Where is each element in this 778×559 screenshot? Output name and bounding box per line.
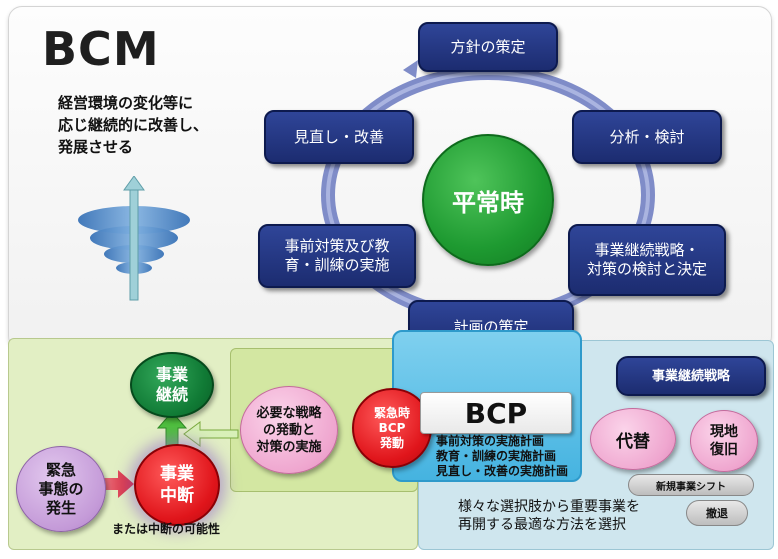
normal-time-circle: 平常時 <box>422 134 554 266</box>
bcp-item: 事前対策の実施計画 <box>436 434 545 448</box>
step-training: 事前対策及び教 育・訓練の実施 <box>258 224 416 288</box>
step-review: 見直し・改善 <box>264 110 414 164</box>
strategy-action-circle: 必要な戦略 の発動と 対策の実施 <box>240 386 338 474</box>
step-policy: 方針の策定 <box>418 22 558 72</box>
strategy-summary: 様々な選択肢から重要事業を 再開する最適な方法を選択 <box>458 499 640 533</box>
interruption-note: または中断の可能性 <box>112 522 221 536</box>
substitute-option: 代替 <box>590 408 676 470</box>
emergency-occurrence-circle: 緊急 事態の 発生 <box>16 446 106 532</box>
bcp-label: BCP <box>420 392 572 434</box>
arrow-occurrence-to-interruption <box>88 470 134 498</box>
strategy-header: 事業継続戦略 <box>616 356 766 396</box>
restore-option: 現地 復旧 <box>690 410 758 472</box>
step-analysis: 分析・検討 <box>572 110 722 164</box>
cycle-arrow-head <box>403 60 418 78</box>
bcp-items: 事前対策の実施計画 教育・訓練の実施計画 見直し・改善の実施計画 <box>436 434 576 479</box>
withdraw-option: 撤退 <box>686 500 748 526</box>
bcp-item: 教育・訓練の実施計画 <box>436 449 557 463</box>
shift-option: 新規事業シフト <box>628 474 754 496</box>
continuity-circle: 事業 継続 <box>130 352 214 418</box>
bcp-item: 見直し・改善の実施計画 <box>436 464 569 478</box>
arrow-action-to-continuity <box>183 421 239 447</box>
bcm-description: 経営環境の変化等に 応じ継続的に改善し、 発展させる <box>58 94 209 156</box>
step-strategy: 事業継続戦略・ 対策の検討と決定 <box>568 224 726 296</box>
bcp-activation-circle: 緊急時 BCP 発動 <box>352 388 432 468</box>
bcm-title: BCM <box>42 22 160 76</box>
interruption-circle: 事業 中断 <box>134 444 220 526</box>
spiral-growth-icon <box>78 176 190 301</box>
